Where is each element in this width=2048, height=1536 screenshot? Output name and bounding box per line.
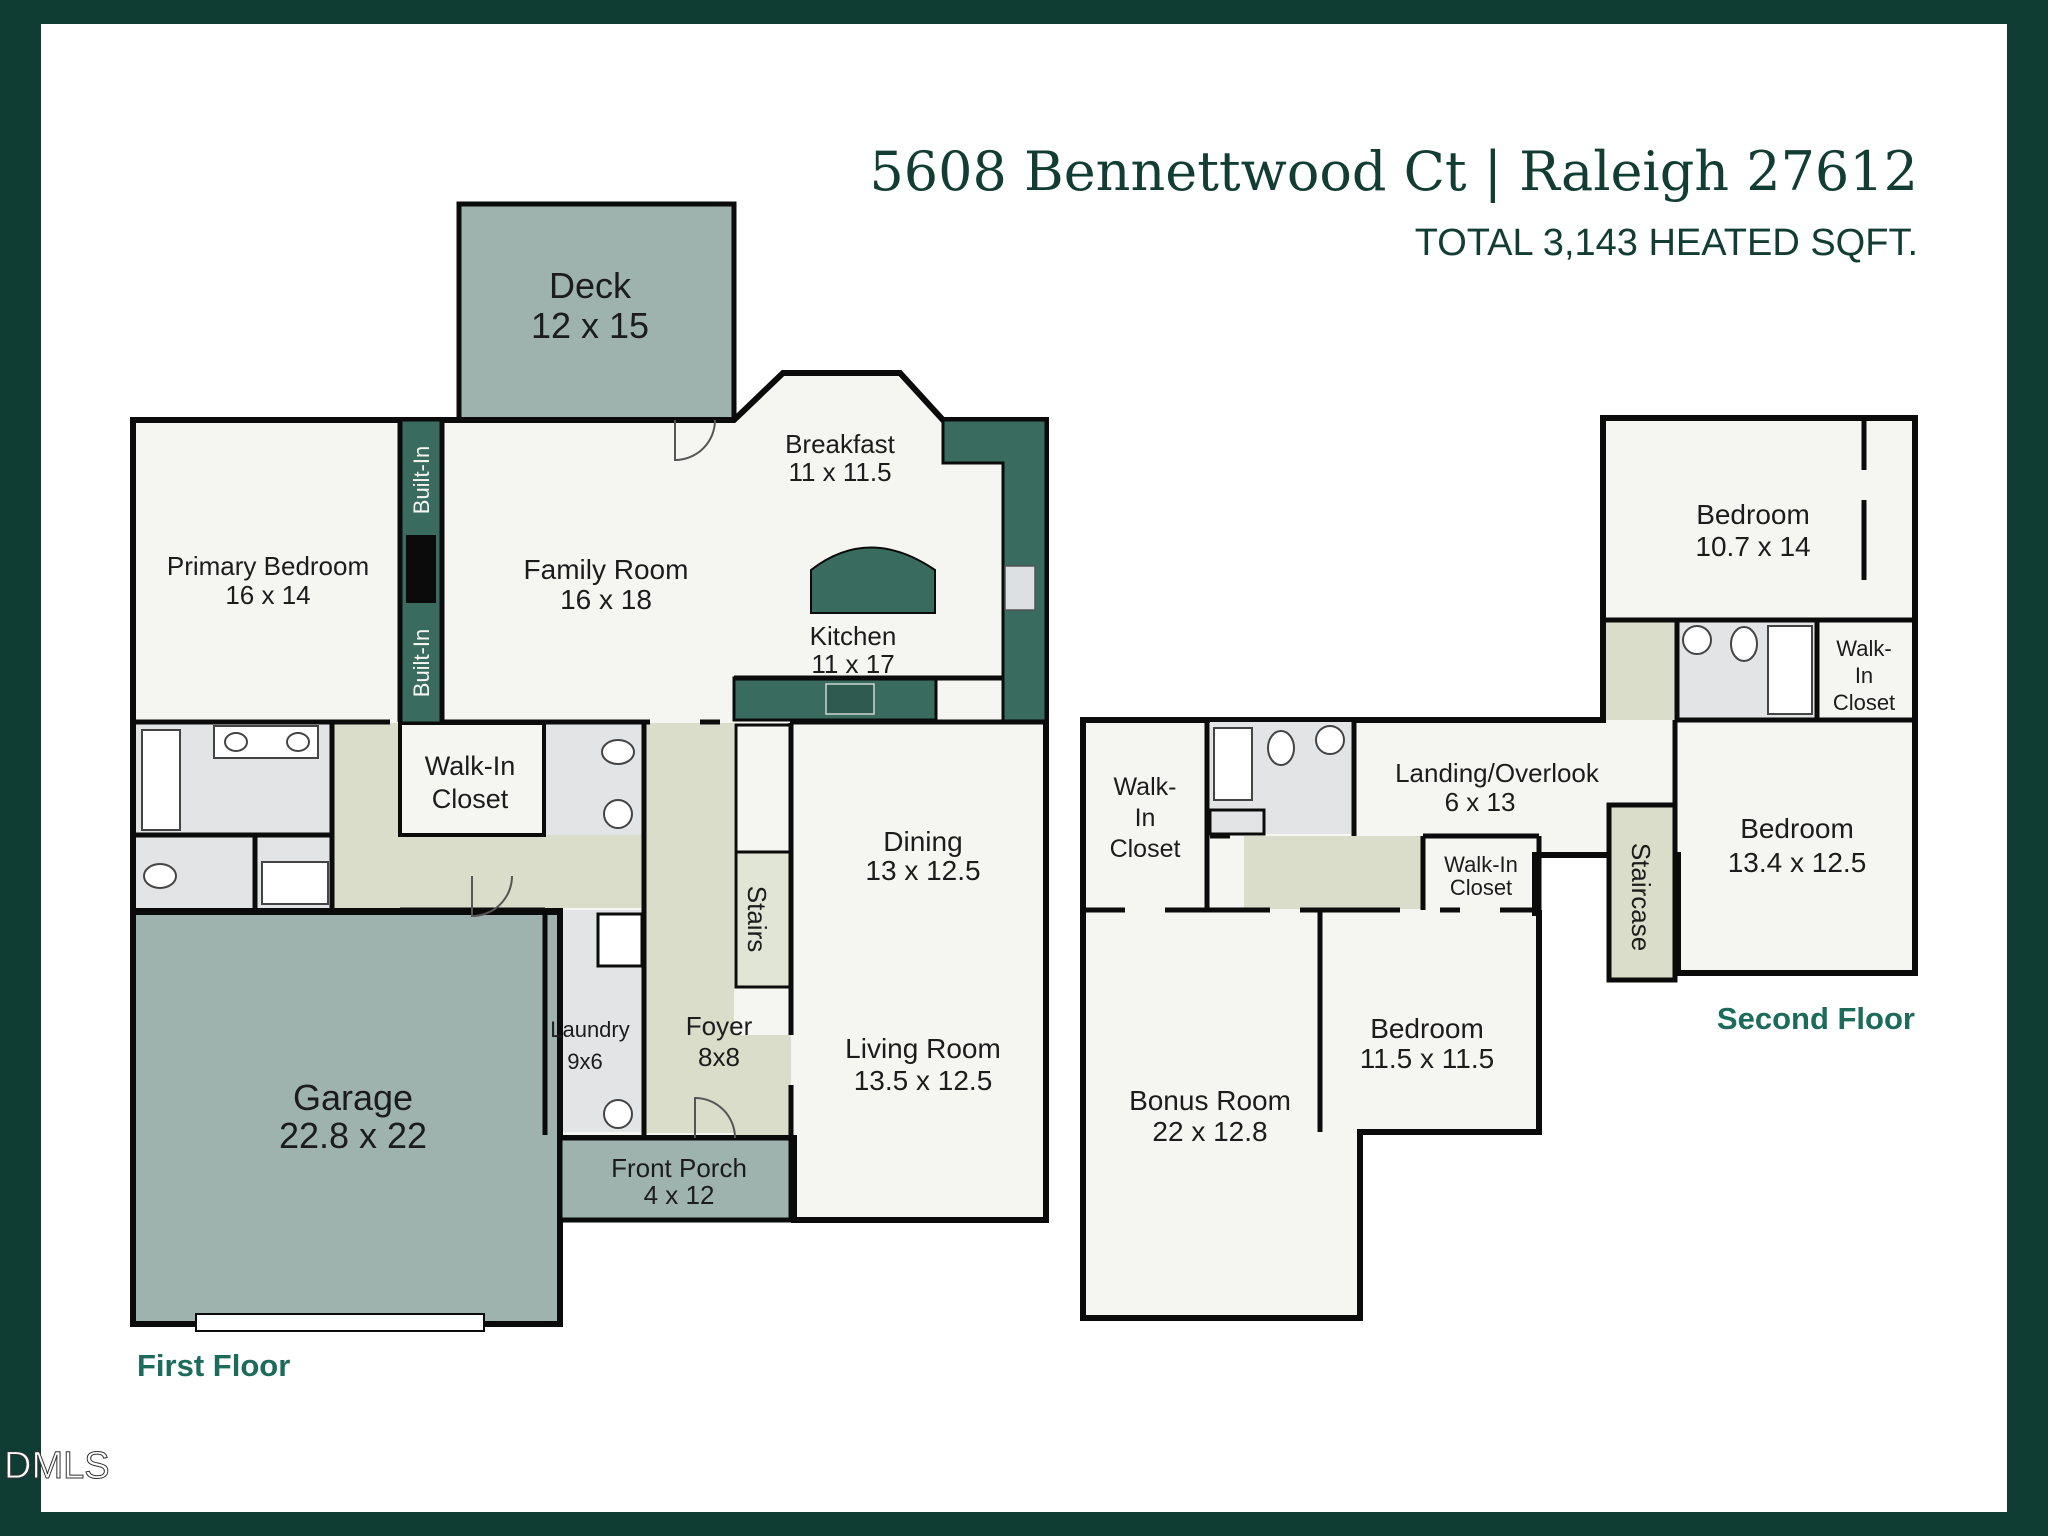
bedroom-s-name: Bedroom bbox=[1370, 1013, 1484, 1044]
upper-hall-mid bbox=[1244, 836, 1423, 909]
cooktop bbox=[825, 683, 875, 715]
front-porch-name: Front Porch bbox=[611, 1153, 747, 1183]
bedroom-e-dim: 13.4 x 12.5 bbox=[1728, 847, 1867, 878]
garage-area bbox=[130, 909, 563, 1327]
laundry-cabinet bbox=[596, 912, 644, 968]
family-room-dim: 16 x 18 bbox=[560, 584, 652, 615]
foyer-dim: 8x8 bbox=[698, 1042, 740, 1072]
second-floor-walls bbox=[1083, 418, 1915, 1132]
bedroom-e-name: Bedroom bbox=[1740, 813, 1854, 844]
hall-toilet bbox=[1267, 730, 1295, 766]
primary-toilet bbox=[143, 863, 177, 889]
living-room-dim: 13.5 x 12.5 bbox=[854, 1065, 993, 1096]
wic-ne-line1: Walk- bbox=[1836, 636, 1891, 661]
primary-vanity bbox=[213, 725, 319, 759]
landing-name: Landing/Overlook bbox=[1395, 758, 1600, 788]
address-title: 5608 Bennettwood Ct | Raleigh 27612 bbox=[869, 140, 1918, 203]
landing-dim: 6 x 13 bbox=[1445, 787, 1516, 817]
deck-dim: 12 x 15 bbox=[531, 305, 649, 346]
wic-w-line3: Closet bbox=[1110, 835, 1181, 863]
family-room-name: Family Room bbox=[524, 554, 689, 585]
kitchen-sink bbox=[1004, 565, 1036, 611]
first-floor-label: First Floor bbox=[137, 1348, 290, 1383]
wic-w-line1: Walk- bbox=[1114, 773, 1177, 801]
powder-sink bbox=[603, 799, 633, 829]
bonus-room-name: Bonus Room bbox=[1129, 1085, 1291, 1116]
hall-primary bbox=[332, 723, 400, 908]
built-in-top-label: Built-In bbox=[409, 446, 434, 514]
foyer-floor bbox=[734, 1035, 791, 1135]
first-floor-walls bbox=[133, 420, 1046, 1220]
walk-in-closet-line1: Walk-In bbox=[425, 751, 516, 781]
hall-center bbox=[400, 835, 644, 908]
walk-in-closet-line2: Closet bbox=[432, 784, 509, 814]
fireplace bbox=[406, 535, 436, 603]
wic-mid-line1: Walk-In bbox=[1444, 852, 1518, 877]
laundry-dim: 9x6 bbox=[567, 1049, 602, 1074]
mls-watermark: DMLS bbox=[4, 1445, 110, 1487]
dining-dim: 13 x 12.5 bbox=[865, 855, 980, 886]
staircase-label: Staircase bbox=[1626, 843, 1656, 951]
kitchen-name: Kitchen bbox=[810, 621, 897, 651]
first-floor-plan: Deck 12 x 15 Breakfast 11 x 11.5 Primary… bbox=[130, 201, 1049, 1383]
sink-right bbox=[286, 732, 310, 752]
hall-linen bbox=[1208, 808, 1266, 836]
primary-bedroom-name: Primary Bedroom bbox=[167, 551, 369, 581]
staircase-box bbox=[1606, 802, 1678, 983]
kitchen-island bbox=[810, 546, 936, 614]
front-porch-dim: 4 x 12 bbox=[644, 1180, 715, 1210]
kitchen-dim: 11 x 17 bbox=[811, 649, 894, 679]
jj-sink bbox=[1682, 625, 1712, 655]
dining-name: Dining bbox=[883, 826, 962, 857]
hall-foyer bbox=[644, 723, 734, 1133]
garage-entry-door bbox=[471, 875, 513, 918]
walk-in-closet-first bbox=[398, 721, 546, 837]
wic-ne-line3: Closet bbox=[1833, 690, 1895, 715]
primary-tub bbox=[141, 729, 181, 831]
wic-w-line2: In bbox=[1135, 804, 1156, 832]
foyer-name: Foyer bbox=[686, 1011, 753, 1041]
garage-door bbox=[195, 1313, 485, 1332]
bedroom-ne-dim: 10.7 x 14 bbox=[1695, 531, 1810, 562]
powder-toilet bbox=[601, 739, 635, 765]
upper-hall-north bbox=[1606, 620, 1677, 720]
jj-tub bbox=[1767, 625, 1813, 715]
stairs-label: Stairs bbox=[742, 886, 772, 952]
laundry-sink bbox=[603, 1099, 633, 1129]
second-floor-label: Second Floor bbox=[1717, 1001, 1915, 1036]
wic-mid-line2: Closet bbox=[1450, 875, 1512, 900]
garage-dim: 22.8 x 22 bbox=[279, 1115, 427, 1156]
living-room-name: Living Room bbox=[845, 1033, 1001, 1064]
stair-closet bbox=[734, 723, 793, 854]
bonus-room-dim: 22 x 12.8 bbox=[1152, 1116, 1267, 1147]
garage-name: Garage bbox=[293, 1077, 413, 1118]
primary-bedroom-dim: 16 x 14 bbox=[225, 580, 310, 610]
hall-tub bbox=[1213, 727, 1253, 801]
hall-sink bbox=[1315, 725, 1345, 755]
bedroom-ne-name: Bedroom bbox=[1696, 499, 1810, 530]
wic-ne-line2: In bbox=[1855, 663, 1873, 688]
jj-toilet bbox=[1730, 626, 1758, 662]
second-floor-plan: Bedroom 10.7 x 14 Walk- In Closet Walk- … bbox=[1080, 415, 1918, 1321]
deck-door bbox=[674, 419, 716, 462]
front-door bbox=[694, 1096, 736, 1139]
built-in-bottom-label: Built-In bbox=[409, 629, 434, 697]
primary-shower bbox=[261, 861, 329, 905]
deck-name: Deck bbox=[549, 265, 632, 306]
breakfast-dim: 11 x 11.5 bbox=[788, 457, 891, 487]
bedroom-s-dim: 11.5 x 11.5 bbox=[1360, 1043, 1494, 1074]
front-porch-area bbox=[557, 1135, 797, 1223]
stairs-box bbox=[734, 850, 793, 989]
laundry-name: Laundry bbox=[550, 1017, 630, 1042]
sink-left bbox=[224, 732, 248, 752]
total-sqft: TOTAL 3,143 HEATED SQFT. bbox=[1415, 222, 1918, 264]
breakfast-name: Breakfast bbox=[785, 429, 896, 459]
